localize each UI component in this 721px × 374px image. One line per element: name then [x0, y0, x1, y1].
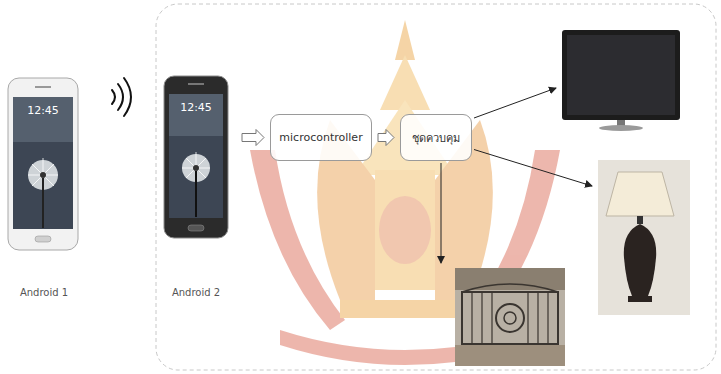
phone-picture [35, 236, 51, 242]
phone-picture [188, 83, 204, 85]
process-box: microcontroller [270, 114, 372, 161]
process-box: ชุดควบคุม [400, 114, 472, 161]
phone-picture [8, 78, 78, 250]
leader-arrow [474, 150, 592, 187]
phone-picture [193, 165, 199, 171]
watermark-emblem [395, 20, 415, 60]
clock-text: 12:45 [180, 101, 212, 114]
lamp-picture [606, 172, 674, 216]
watermark-emblem [375, 170, 435, 290]
phone-picture [13, 97, 73, 229]
gate-picture [496, 304, 524, 332]
phone-picture [164, 76, 228, 238]
phone-picture [169, 94, 223, 218]
leader-arrow [474, 88, 556, 118]
watermark-emblem [379, 196, 431, 264]
phone-picture [35, 86, 51, 88]
phone-picture [195, 171, 197, 217]
gate-picture [471, 292, 472, 344]
device-label: Android 1 [18, 287, 70, 298]
gate-picture [491, 292, 492, 344]
tv-picture [562, 30, 680, 131]
phone-picture [42, 178, 44, 228]
lamp-picture [598, 160, 690, 315]
gate-picture [462, 292, 558, 344]
clock-text: 12:45 [27, 104, 59, 117]
gate-picture [455, 268, 565, 290]
wireless-symbol [118, 84, 123, 110]
phone-picture [13, 97, 73, 142]
phone-picture [188, 225, 204, 231]
lamp-picture [628, 296, 652, 302]
phone-picture [169, 94, 223, 136]
block-arrow [242, 130, 264, 146]
gate-picture [481, 292, 482, 344]
tv-picture [562, 30, 680, 120]
wireless-symbol [112, 78, 131, 116]
gate-picture [455, 268, 565, 366]
gate-picture [504, 312, 516, 324]
gate-picture [537, 292, 538, 344]
dashed-region [156, 4, 716, 370]
gate-picture [455, 345, 565, 366]
tv-picture [599, 125, 643, 131]
watermark-emblem [250, 20, 560, 365]
tv-picture [567, 35, 675, 115]
phone-picture [8, 78, 78, 250]
phone-picture [164, 76, 228, 238]
watermark-emblem [340, 300, 470, 318]
gate-picture [527, 292, 528, 344]
box-label: microcontroller [279, 131, 362, 144]
watermark-emblem [250, 150, 345, 330]
box-label: ชุดควบคุม [412, 129, 460, 147]
gate-picture [547, 292, 548, 344]
wireless-symbol [112, 90, 115, 104]
device-label: Android 2 [170, 287, 222, 298]
gate-picture [462, 284, 558, 292]
lamp-picture [598, 160, 690, 315]
wireless-symbol [124, 78, 131, 116]
lamp-picture [624, 224, 656, 296]
gate-picture [472, 292, 548, 344]
phone-picture [40, 172, 46, 178]
block-arrow [378, 130, 394, 146]
lamp-picture [637, 216, 643, 224]
leader-arrow [441, 163, 442, 263]
gate-picture [455, 268, 565, 366]
